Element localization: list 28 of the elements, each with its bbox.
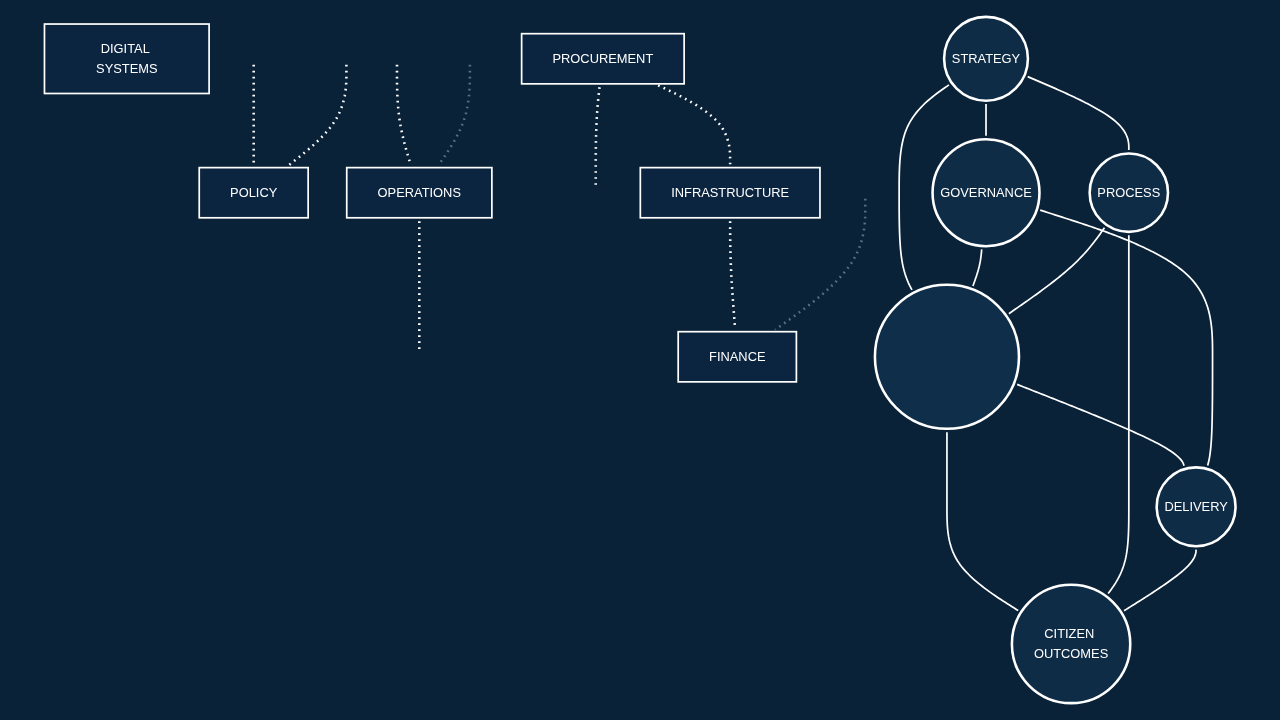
circle-node: GOVERNANCE [931, 137, 1041, 248]
square-box: PROCUREMENT [520, 32, 685, 85]
dotted-line [252, 64, 255, 165]
dotted-line [418, 221, 421, 351]
circle-node: DELIVERY [1155, 466, 1237, 548]
connector-line [985, 103, 987, 137]
circle-node: PROCESS [1088, 152, 1170, 234]
dotted-line [657, 84, 732, 165]
connector-line [1107, 234, 1130, 595]
connector-line [1016, 383, 1185, 467]
square-box: POLICY [198, 166, 309, 219]
dotted-line [287, 64, 348, 167]
connector-line [1026, 75, 1130, 151]
connector-line [946, 431, 1020, 612]
square-box: FINANCE [677, 330, 798, 383]
square-box: OPERATIONS [345, 166, 493, 219]
connector-line [972, 248, 983, 287]
connector-line [898, 84, 950, 291]
circle-node: CITIZEN OUTCOMES [1010, 583, 1132, 705]
hub-circle [873, 283, 1021, 431]
connector-line [1123, 548, 1197, 612]
connector-line [1039, 209, 1214, 467]
dotted-line [774, 198, 867, 331]
square-box: DIGITAL SYSTEMS [43, 23, 210, 95]
connector-line [1008, 226, 1106, 315]
circle-node: STRATEGY [942, 15, 1030, 102]
dotted-line [594, 87, 601, 187]
square-box: INFRASTRUCTURE [639, 166, 821, 219]
